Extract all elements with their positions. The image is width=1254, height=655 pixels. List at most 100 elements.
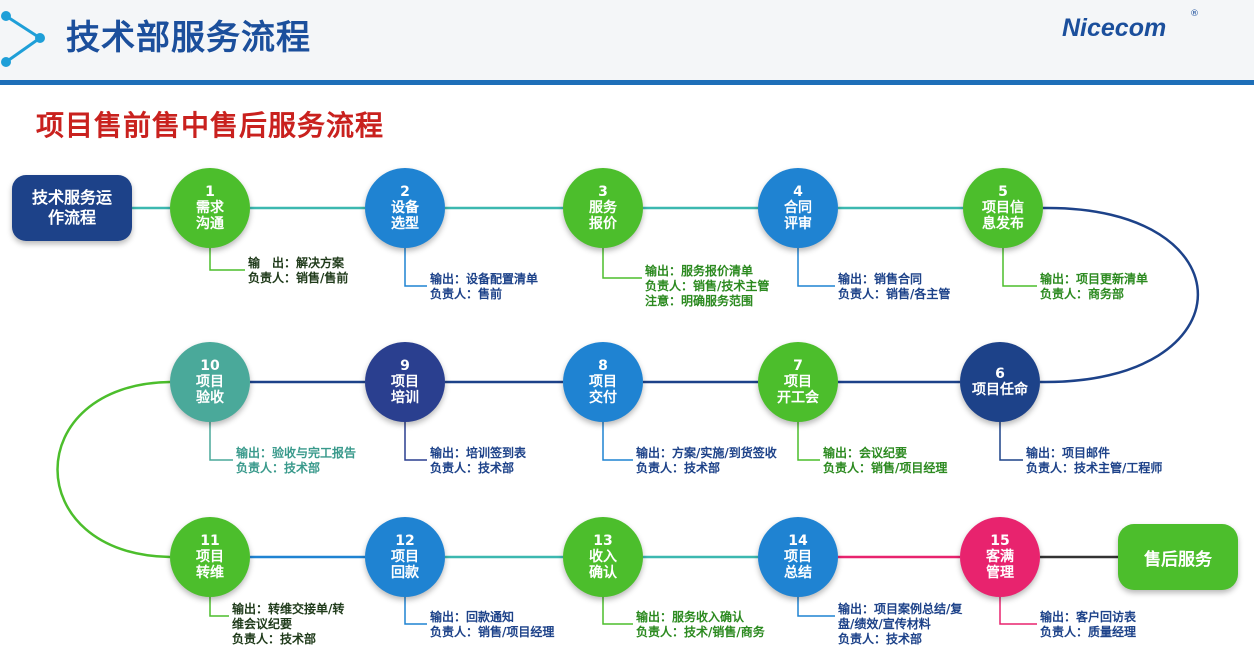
step-info-10: 输出：验收与完工报告负责人：技术部: [236, 446, 356, 476]
info-line: 输出：项目邮件: [1026, 446, 1111, 460]
step-info-2: 输出：设备配置清单负责人：售前: [430, 272, 538, 302]
step-label: 项目信 息发布: [982, 200, 1024, 232]
info-line: 负责人：售前: [430, 287, 503, 301]
step-info-1: 输 出：解决方案负责人：销售/售前: [248, 256, 348, 286]
step-info-13: 输出：服务收入确认负责人：技术/销售/商务: [636, 610, 765, 640]
step-label: 需求 沟通: [196, 200, 224, 232]
info-line: 负责人：技术主管/工程师: [1026, 461, 1163, 475]
info-line: 维会议纪要: [232, 617, 293, 631]
step-info-5: 输出：项目更新清单负责人：商务部: [1040, 272, 1148, 302]
company-logo: Nicecom: [1062, 14, 1167, 42]
info-line: 负责人：技术/销售/商务: [636, 625, 765, 639]
step-info-12: 输出：回款通知负责人：销售/项目经理: [430, 610, 554, 640]
step-label: 项目 总结: [784, 549, 812, 581]
leader-line: [797, 422, 820, 461]
info-line: 负责人：销售/各主管: [838, 287, 951, 301]
info-line: 负责人：销售/项目经理: [430, 625, 555, 639]
info-line: 输出：会议纪要: [823, 446, 908, 460]
info-line: 输出：服务报价清单: [645, 264, 754, 278]
step-number: 3: [598, 184, 608, 200]
leader-line: [404, 597, 427, 625]
info-line: 输出：培训签到表: [430, 446, 527, 460]
leader-line: [797, 248, 835, 287]
info-line: 负责人：商务部: [1040, 287, 1125, 301]
step-label: 项目 交付: [589, 374, 617, 406]
header-bar: 技术部服务流程 Nicecom ®: [0, 0, 1254, 80]
step-number: 5: [998, 184, 1008, 200]
step-label: 设备 选型: [391, 200, 419, 232]
step-number: 10: [200, 358, 220, 374]
step-label: 收入 确认: [589, 549, 617, 581]
leader-line: [602, 248, 642, 279]
leader-line: [797, 597, 835, 617]
step-number: 11: [200, 533, 220, 549]
end-node: 售后服务: [1118, 524, 1238, 590]
step-info-4: 输出：销售合同负责人：销售/各主管: [838, 272, 950, 302]
header-divider: [0, 80, 1254, 85]
info-line: 负责人：销售/售前: [248, 271, 349, 285]
diagram-title: 项目售前售中售后服务流程: [36, 109, 385, 142]
step-info-8: 输出：方案/实施/到货签收负责人：技术部: [636, 446, 777, 476]
step-number: 15: [990, 533, 1010, 549]
leader-line: [999, 597, 1037, 625]
leader-line: [602, 422, 633, 461]
info-line: 负责人：技术部: [838, 632, 923, 646]
arrow-icon: [1, 11, 45, 67]
step-number: 8: [598, 358, 608, 374]
info-line: 输出：客户回访表: [1040, 610, 1137, 624]
step-label: 项目 培训: [391, 374, 419, 406]
step-info-9: 输出：培训签到表负责人：技术部: [430, 446, 526, 476]
step-label: 项目 验收: [196, 374, 224, 406]
page-title: 技术部服务流程: [66, 18, 311, 58]
step-number: 6: [995, 366, 1005, 382]
info-line: 输出：销售合同: [838, 272, 923, 286]
leader-line: [209, 248, 245, 271]
info-line: 负责人：技术部: [232, 632, 317, 646]
start-node: 技术服务运 作流程: [12, 175, 132, 241]
step-label: 项目 开工会: [777, 374, 819, 406]
info-line: 负责人：销售/技术主管: [645, 279, 770, 293]
info-line: 负责人：技术部: [636, 461, 721, 475]
step-label: 项目任命: [972, 382, 1028, 398]
step-number: 14: [788, 533, 808, 549]
info-line: 输出：设备配置清单: [430, 272, 539, 286]
step-number: 12: [395, 533, 415, 549]
info-line: 注意：明确服务范围: [645, 294, 754, 308]
info-line: 盘/绩效/宣传材料: [838, 617, 931, 631]
info-line: 输出：转维交接单/转: [232, 602, 345, 616]
step-label: 项目 转维: [196, 549, 224, 581]
leader-line: [999, 422, 1023, 461]
step-number: 9: [400, 358, 410, 374]
step-info-15: 输出：客户回访表负责人：质量经理: [1040, 610, 1136, 640]
step-label: 项目 回款: [391, 549, 419, 581]
step-label: 服务 报价: [589, 200, 617, 232]
info-line: 负责人：技术部: [236, 461, 321, 475]
leader-line: [404, 248, 427, 287]
info-line: 输出：方案/实施/到货签收: [636, 446, 777, 460]
info-line: 输出：验收与完工报告: [236, 446, 357, 460]
leader-line: [209, 422, 233, 461]
info-line: 输出：回款通知: [430, 610, 515, 624]
step-number: 4: [793, 184, 803, 200]
registered-mark: ®: [1190, 9, 1199, 19]
info-line: 输 出：解决方案: [248, 256, 345, 270]
info-line: 输出：服务收入确认: [636, 610, 745, 624]
step-info-14: 输出：项目案例总结/复盘/绩效/宣传材料负责人：技术部: [838, 602, 962, 647]
step-number: 13: [593, 533, 613, 549]
leader-line: [1002, 248, 1037, 287]
